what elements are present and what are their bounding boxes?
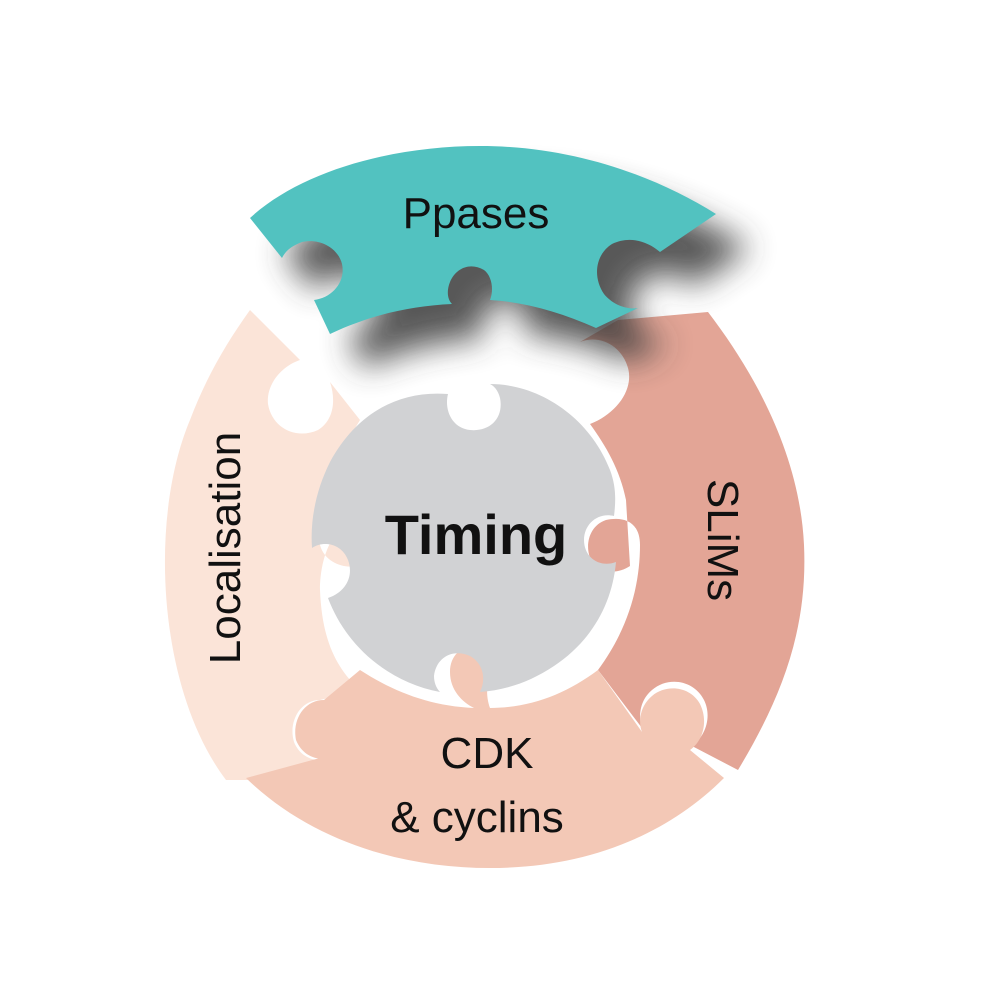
puzzle-piece-localisation-shape xyxy=(164,310,366,780)
puzzle-piece-cdk-cyclins: CDK & cyclins xyxy=(246,646,724,868)
localisation-label: Localisation xyxy=(201,432,250,664)
puzzle-piece-slims-shape xyxy=(580,312,805,770)
puzzle-piece-localisation: Localisation xyxy=(164,310,366,780)
cyclins-label: & cyclins xyxy=(390,793,564,842)
puzzle-piece-timing: Timing xyxy=(311,384,616,692)
puzzle-piece-slims: SLiMs xyxy=(580,312,805,770)
puzzle-piece-ppases-shape xyxy=(250,146,716,334)
timing-label: Timing xyxy=(385,503,568,566)
puzzle-piece-cdk-cyclins-shape xyxy=(246,646,724,868)
puzzle-piece-ppases: Ppases xyxy=(250,146,716,334)
cdk-label: CDK xyxy=(441,729,534,778)
puzzle-piece-timing-shape xyxy=(311,384,616,692)
ppases-label: Ppases xyxy=(403,189,550,238)
slims-label: SLiMs xyxy=(698,479,747,601)
